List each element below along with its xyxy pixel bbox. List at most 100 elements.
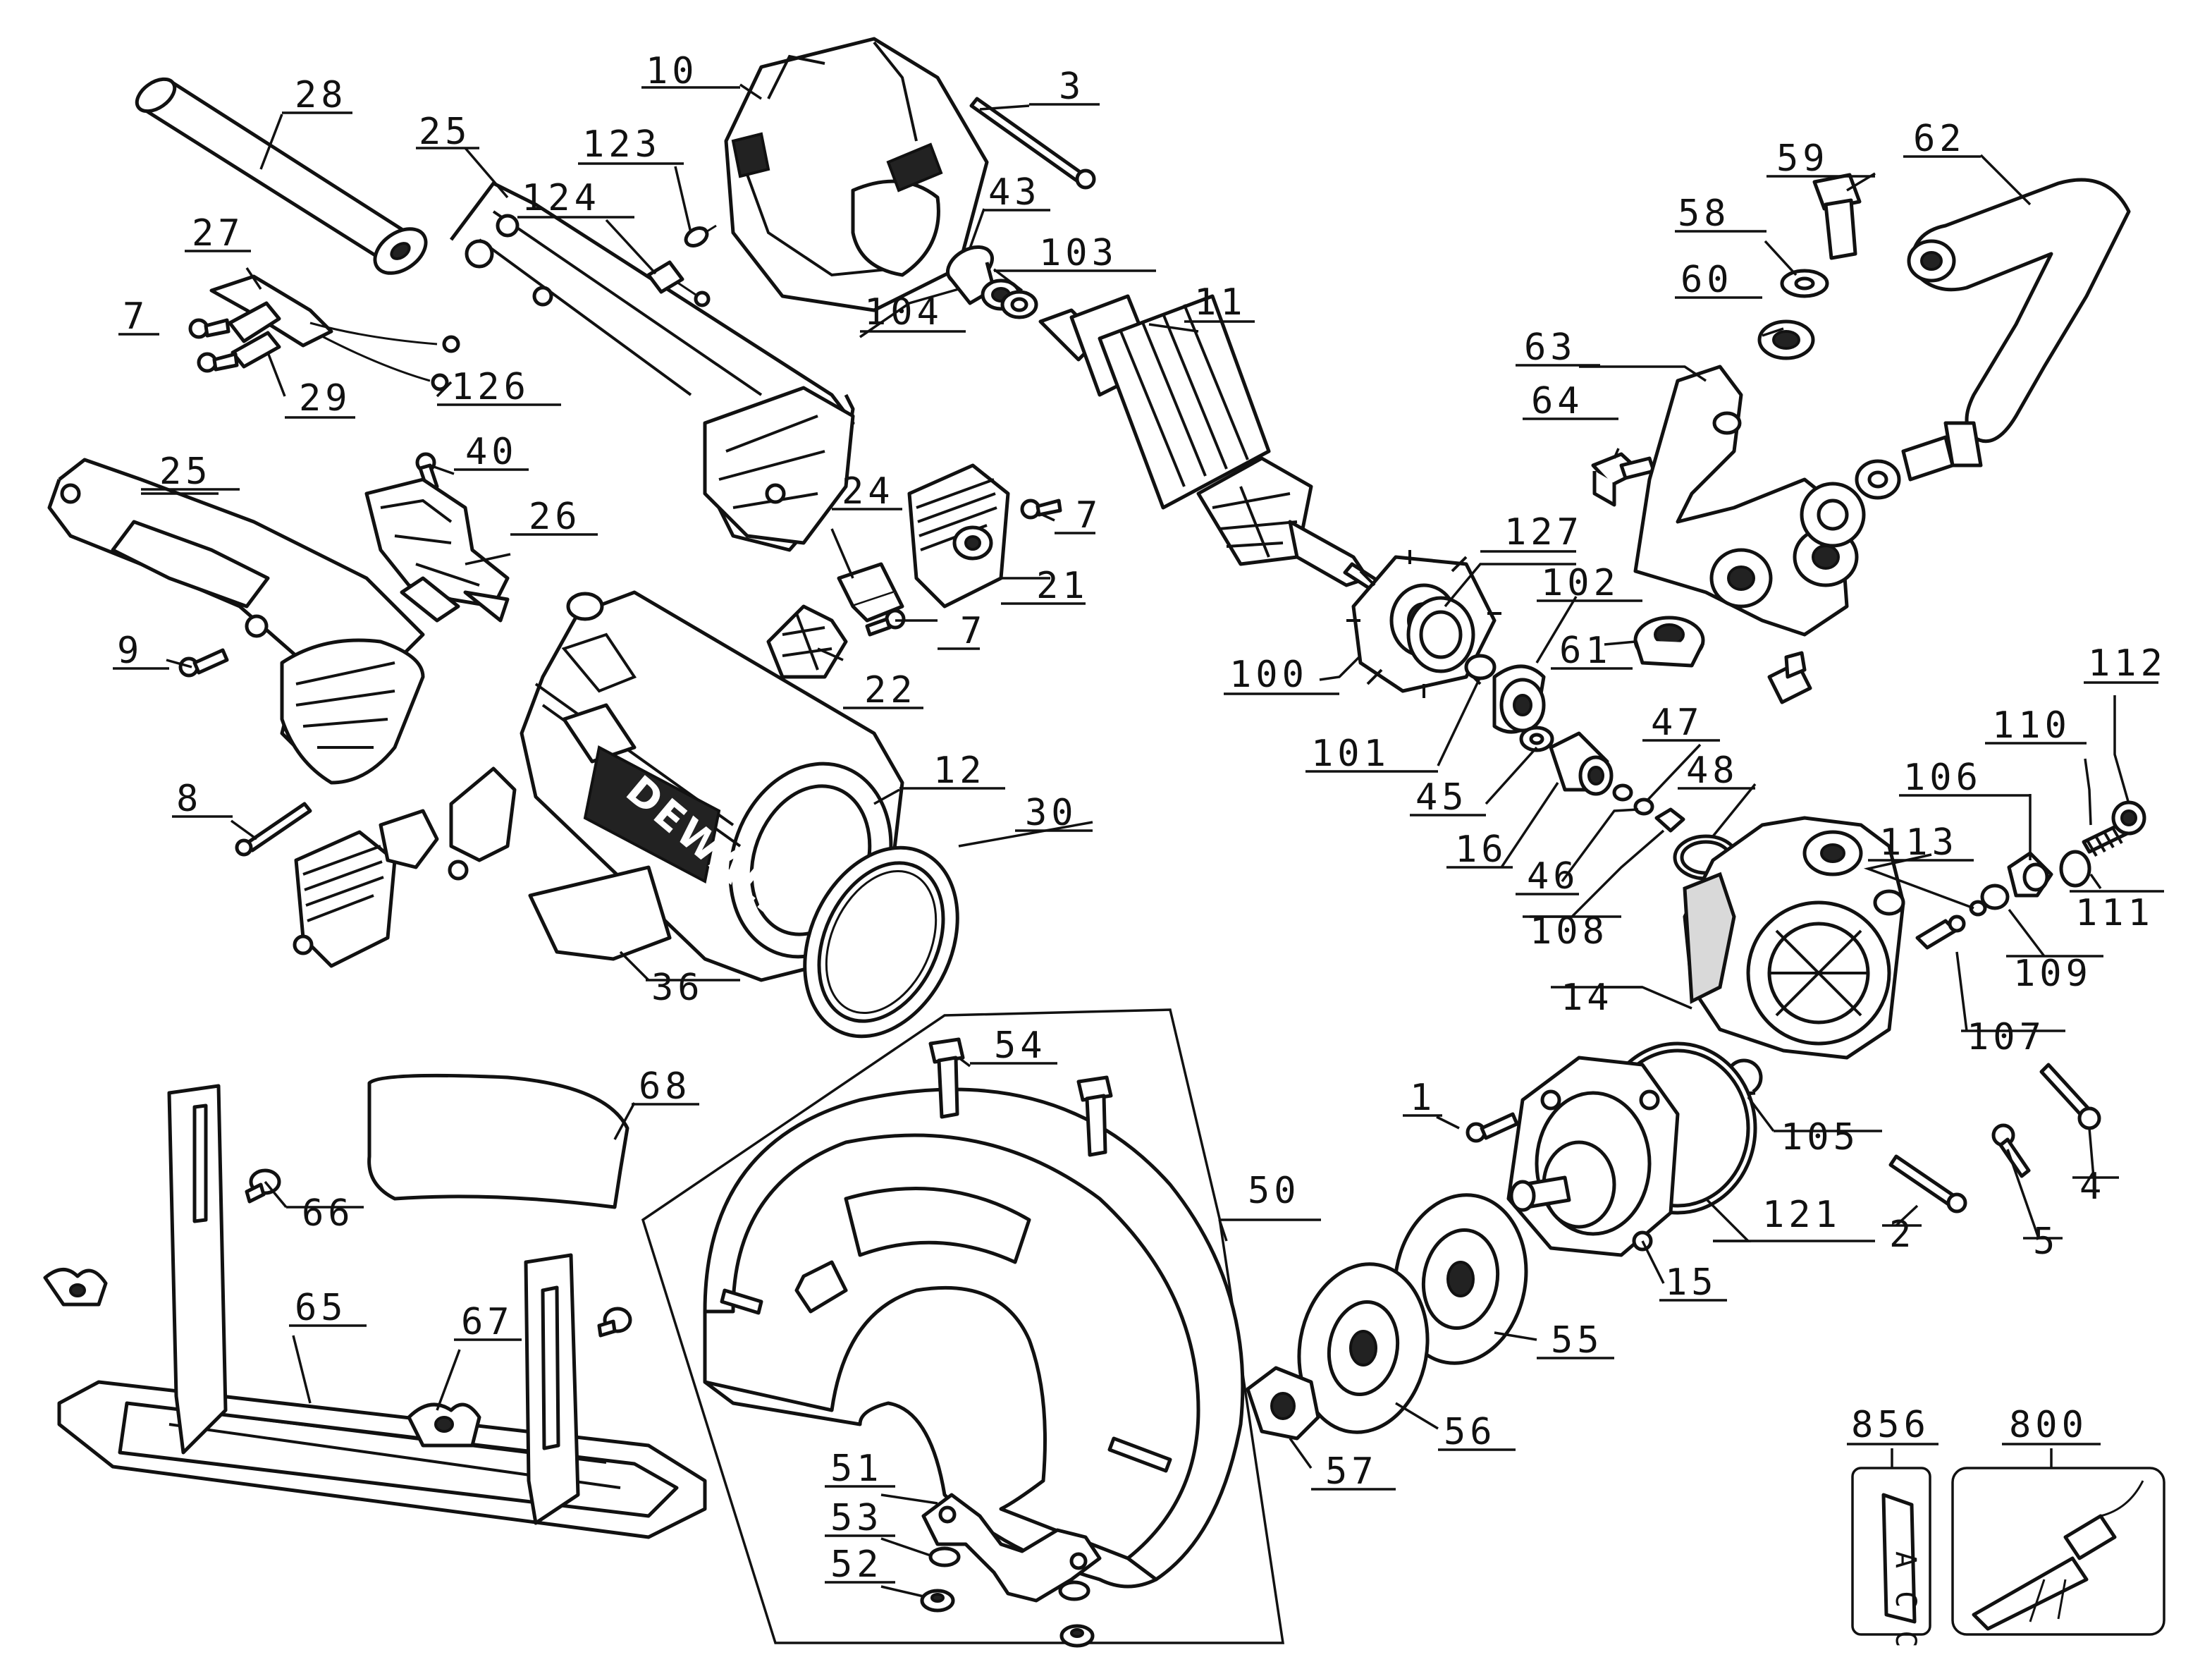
callout-24: 24 <box>842 470 895 513</box>
callout-110: 110 <box>1992 704 2071 747</box>
callout-123: 123 <box>582 123 661 166</box>
callout-36: 36 <box>651 967 704 1009</box>
callout-50: 50 <box>1248 1170 1301 1212</box>
callout-46: 46 <box>1527 855 1580 898</box>
part-68-pad <box>367 1073 629 1209</box>
callout-54: 54 <box>994 1025 1047 1067</box>
callout-11: 11 <box>1194 281 1247 324</box>
callout-48: 48 <box>1686 750 1739 792</box>
callout-15: 15 <box>1665 1261 1718 1304</box>
callout-45: 45 <box>1415 776 1468 819</box>
part-45-washer <box>1519 726 1554 752</box>
callout-28: 28 <box>295 74 348 116</box>
callout-63: 63 <box>1524 326 1577 369</box>
part-102-bearing <box>1492 664 1546 734</box>
callout-112: 112 <box>2088 642 2167 685</box>
part-54-bolts <box>928 1037 1113 1157</box>
callout-8: 8 <box>176 778 202 820</box>
callout-64: 64 <box>1531 380 1584 422</box>
part-64-screw <box>1591 452 1656 507</box>
part-2-screw <box>1888 1154 1967 1213</box>
part-24-bracket <box>837 562 904 623</box>
callout-126: 126 <box>451 366 530 408</box>
part-50-blade-guard <box>703 1087 1245 1589</box>
part-10-field-stator <box>724 37 989 312</box>
callout-856: 856 <box>1851 1404 1930 1446</box>
callout-68: 68 <box>639 1065 692 1108</box>
part-46-47-washers <box>1612 783 1654 816</box>
part-50-guard-frame <box>641 1008 1285 1644</box>
callout-1: 1 <box>1410 1077 1436 1119</box>
part-52-nuts <box>920 1589 1095 1648</box>
callout-104: 104 <box>864 291 943 334</box>
callout-43: 43 <box>988 171 1041 214</box>
part-127-baffle <box>1406 596 1475 673</box>
leader-lines <box>141 83 2130 1598</box>
part-58-washer <box>1780 269 1829 298</box>
part-7-screw-21 <box>1020 499 1062 520</box>
part-11-armature <box>1038 294 1398 603</box>
part-107-pin <box>1915 915 1966 950</box>
callout-67: 67 <box>461 1301 514 1343</box>
part-7-screw-24 <box>865 609 906 637</box>
part-59-bolt <box>1812 173 1862 260</box>
callout-53: 53 <box>830 1497 883 1539</box>
part-800-tool-box <box>1951 1467 2165 1636</box>
callout-66: 66 <box>302 1192 355 1235</box>
part-63-side-washer <box>1855 421 1983 500</box>
callout-65: 65 <box>295 1287 348 1329</box>
part-25-upper-handle-half <box>450 181 855 552</box>
part-4-screw <box>2039 1063 2101 1130</box>
part-29-cord-clamp <box>228 301 281 369</box>
callout-7-cord: 7 <box>123 295 149 338</box>
part-65-base <box>57 1084 707 1539</box>
callout-labels: 10 3 28 25 123 43 103 59 62 27 124 58 11… <box>113 50 2167 1586</box>
callout-10: 10 <box>646 50 699 92</box>
part-53-washers <box>928 1546 1090 1601</box>
callout-9: 9 <box>117 630 143 672</box>
callout-7-cover: 7 <box>1076 494 1102 537</box>
callout-61: 61 <box>1559 630 1612 672</box>
part-61-nut <box>1633 616 1705 668</box>
callout-40: 40 <box>465 431 518 473</box>
part-55-outer-flange <box>1393 1193 1528 1365</box>
callout-7-bracket: 7 <box>960 610 986 652</box>
part-14-gear-case <box>1683 816 1905 1060</box>
part-5-screw <box>1991 1123 2031 1178</box>
part-wing-nut-left <box>43 1268 108 1307</box>
callout-124: 124 <box>522 177 601 219</box>
part-111-retaining-ring <box>2059 850 2091 888</box>
part-7-screws-cord <box>188 318 239 373</box>
callout-5: 5 <box>2033 1221 2059 1263</box>
callout-51: 51 <box>830 1448 883 1490</box>
callout-4: 4 <box>2079 1166 2106 1208</box>
callout-56: 56 <box>1444 1411 1497 1453</box>
tag-856-text: A C C <box>1889 1551 1922 1650</box>
callout-26: 26 <box>529 496 582 538</box>
part-123-ring-terminal <box>684 224 717 247</box>
part-67-wing-nut <box>407 1402 481 1448</box>
callout-22: 22 <box>864 669 917 711</box>
callout-102: 102 <box>1541 562 1620 604</box>
part-56-inner-flange <box>1297 1262 1430 1434</box>
callout-12: 12 <box>933 750 986 792</box>
callout-62: 62 <box>1913 118 1966 160</box>
part-36-label <box>528 865 672 961</box>
part-1-screw <box>1466 1112 1519 1143</box>
part-51-clamp <box>921 1493 1102 1603</box>
callout-60: 60 <box>1680 259 1733 301</box>
callout-101: 101 <box>1311 733 1390 775</box>
part-109-o-ring <box>1980 884 2010 910</box>
part-26-switch <box>364 477 510 623</box>
part-25-lower-handle-half <box>47 458 425 785</box>
part-lower-switch-cover <box>293 830 397 968</box>
part-112-button <box>2111 800 2146 836</box>
part-8-rod <box>235 802 312 857</box>
callout-2: 2 <box>1889 1213 1915 1256</box>
part-40-screw <box>415 452 439 491</box>
part-9-screw <box>178 648 229 678</box>
part-16-spacer <box>1549 731 1614 796</box>
callout-58: 58 <box>1678 192 1731 235</box>
callout-25-upper: 25 <box>419 111 472 153</box>
